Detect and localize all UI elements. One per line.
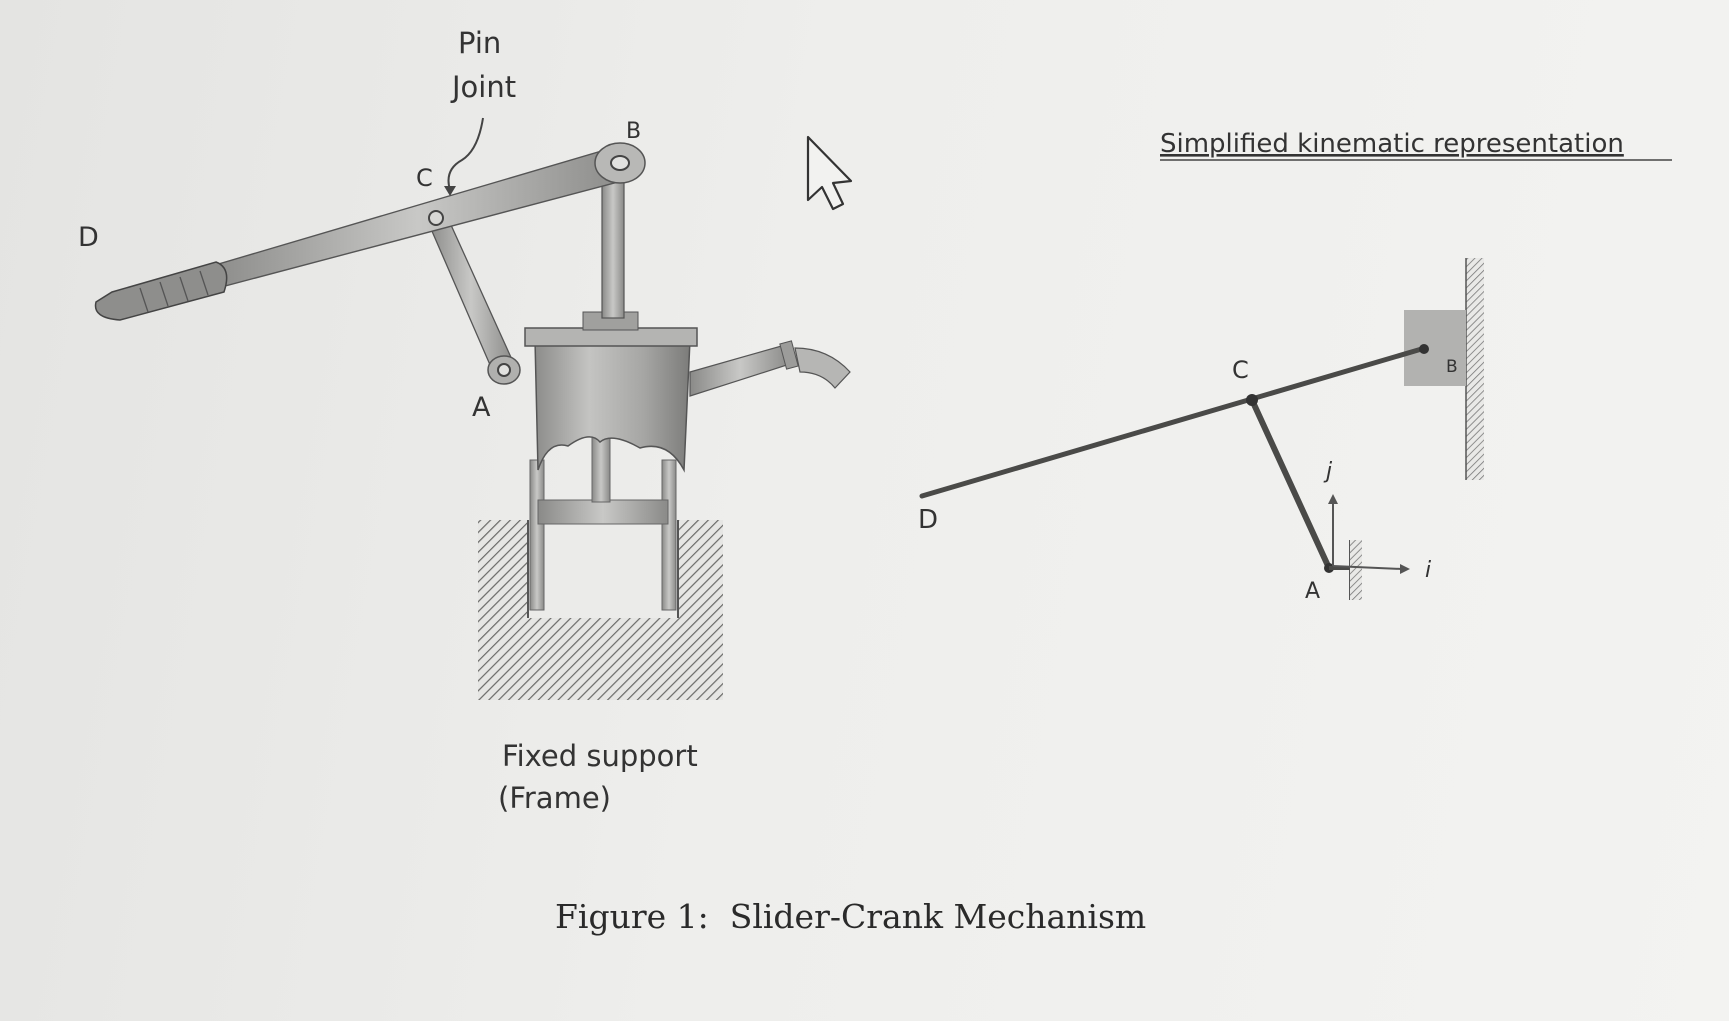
link-dcb	[919, 345, 1428, 499]
pin-joint-arrowhead	[444, 186, 456, 196]
joint-c	[1246, 394, 1258, 406]
axis-i-label: i	[1425, 558, 1431, 583]
pump-label-a: A	[472, 392, 491, 423]
joint-b	[1419, 344, 1429, 354]
pin-joint-a	[487, 355, 521, 385]
kinematic-label-b: B	[1446, 357, 1458, 377]
support-label-line1: Fixed support	[502, 739, 698, 773]
axis-j-arrow	[1328, 494, 1338, 566]
handle-grip	[94, 261, 228, 321]
kinematic-diagram: Simplified kinematic representation C B	[918, 129, 1672, 604]
pin-label-line2: Joint	[450, 70, 516, 104]
pump-label-d: D	[78, 222, 99, 253]
figure-caption: Figure 1: Slider-Crank Mechanism	[555, 897, 1146, 936]
pin-joint-leader	[447, 117, 484, 191]
piston-rod	[601, 169, 625, 319]
pin-label-line1: Pin	[458, 26, 501, 60]
link-ca-kinematic	[1249, 397, 1332, 571]
ground-wall	[1466, 258, 1484, 480]
axis-j-label: j	[1323, 459, 1333, 484]
hand-pump-drawing: Pin Joint B C D A Fixed support (Frame)	[78, 26, 851, 815]
link-ca	[427, 213, 515, 375]
support-label-line2: (Frame)	[498, 781, 611, 815]
kinematic-label-a: A	[1305, 579, 1320, 604]
pin-joint-b	[594, 142, 646, 184]
kinematic-title: Simplified kinematic representation	[1160, 129, 1624, 159]
pin-joint-c	[428, 210, 444, 226]
pump-body	[524, 311, 851, 611]
pump-label-b: B	[626, 119, 641, 144]
slider-block-b	[1404, 310, 1466, 386]
pump-label-c: C	[416, 164, 433, 192]
kinematic-label-d: D	[918, 505, 938, 535]
kinematic-label-c: C	[1232, 356, 1249, 384]
fixed-support-frame	[478, 520, 723, 700]
axis-i-arrow	[1332, 564, 1410, 574]
ground-a-hatch	[1350, 540, 1362, 600]
mouse-pointer-icon	[806, 135, 853, 211]
